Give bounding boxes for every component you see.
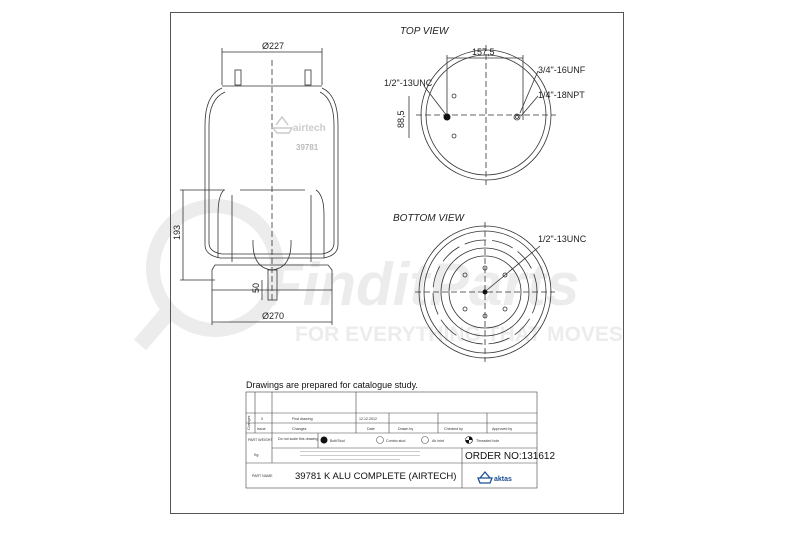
bolt-stud-icon bbox=[320, 436, 328, 444]
row-date: 12.12.2012 bbox=[359, 417, 377, 421]
label-thread-right-2: 1/4"-18NPT bbox=[538, 90, 585, 100]
title-block bbox=[245, 391, 538, 489]
row-issue: 0 bbox=[261, 417, 263, 421]
part-mark: 39781 bbox=[296, 143, 319, 152]
company-name: aktas bbox=[494, 476, 512, 483]
legend-air-inlet: Air inlet bbox=[432, 439, 444, 443]
air-inlet-icon bbox=[421, 436, 429, 444]
aktas-logo: aktas bbox=[477, 470, 512, 484]
header-changes: Changes bbox=[292, 427, 307, 431]
part-name: 39781 K ALU COMPLETE (AIRTECH) bbox=[295, 471, 456, 482]
bottom-view bbox=[415, 222, 555, 362]
header-issue: Issue bbox=[257, 427, 266, 431]
catalogue-note: Drawings are prepared for catalogue stud… bbox=[246, 380, 418, 390]
part-weight-label: PART WEIGHT bbox=[248, 438, 273, 442]
watermark-tagline: FOR EVERYTHING THAT MOVES bbox=[295, 323, 623, 346]
header-checked-by: Checked by bbox=[444, 427, 463, 431]
bottom-view-title: BOTTOM VIEW bbox=[393, 213, 465, 224]
part-name-label: PART NAME bbox=[252, 474, 273, 478]
dim-offset: 88,5 bbox=[396, 110, 406, 128]
kg-label: Kg. bbox=[254, 453, 259, 457]
bolt-stud-mark bbox=[443, 113, 451, 121]
dim-top-diameter: Ø227 bbox=[262, 41, 284, 51]
label-thread-bottom: 1/2"-13UNC bbox=[538, 234, 587, 244]
fine-print-placeholder bbox=[300, 451, 420, 460]
sheet-border bbox=[170, 12, 624, 514]
dim-width: 157,5 bbox=[472, 47, 495, 57]
legend-threaded-hole: Threaded hole bbox=[476, 439, 499, 443]
threaded-hole-icon bbox=[465, 436, 473, 444]
dim-height: 193 bbox=[172, 225, 182, 240]
header-approved-by: Approved by bbox=[492, 427, 512, 431]
side-view bbox=[180, 48, 339, 325]
top-view bbox=[408, 45, 556, 185]
row-change: First drawing bbox=[292, 417, 313, 421]
header-drawn-by: Drawn by bbox=[398, 427, 413, 431]
dim-bottom-diameter: Ø270 bbox=[262, 311, 284, 321]
top-view-title: TOP VIEW bbox=[400, 26, 450, 37]
side-view-logo: airtech 39781 bbox=[271, 115, 326, 152]
order-number: ORDER NO:131612 bbox=[465, 451, 555, 462]
watermark: FinditParts FOR EVERYTHING THAT MOVES bbox=[133, 199, 623, 351]
legend-combo-stud: Combo stud bbox=[386, 439, 405, 443]
watermark-brand: FinditParts bbox=[266, 251, 579, 318]
center-stud-mark bbox=[482, 289, 488, 295]
do-not-scale: Do not scale this drawing bbox=[278, 437, 318, 441]
dim-stud: 50 bbox=[251, 283, 261, 293]
header-date: Date bbox=[367, 427, 375, 431]
combo-stud-icon bbox=[376, 436, 384, 444]
label-thread-left: 1/2"-13UNC bbox=[384, 78, 433, 88]
airtech-logo-text: airtech bbox=[293, 123, 326, 134]
legend-bolt-stud: Bolt/Stud bbox=[330, 439, 345, 443]
label-thread-right-1: 3/4"-16UNF bbox=[538, 65, 586, 75]
changes-vertical-label: Changes bbox=[247, 415, 251, 430]
